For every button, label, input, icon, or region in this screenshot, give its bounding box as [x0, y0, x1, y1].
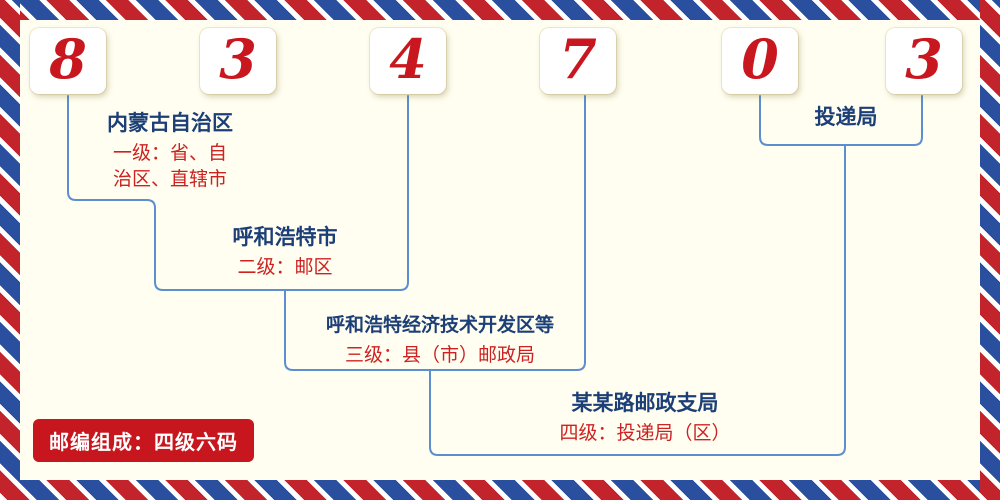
level-1-desc-line-2: 治区、直辖市: [112, 168, 227, 190]
level-2-label: 呼和浩特市 二级：邮区: [185, 224, 385, 280]
airmail-border-left: [0, 0, 20, 500]
airmail-border-right: [980, 0, 1000, 500]
postal-digit-2: 3: [219, 27, 257, 91]
level-1-name: 内蒙古自治区: [107, 111, 233, 135]
airmail-border-top: [0, 0, 1000, 20]
postal-digit-box-5: 0: [722, 28, 798, 94]
airmail-border-bottom: [0, 480, 1000, 500]
postal-digit-6: 3: [905, 27, 943, 91]
level-4-label: 某某路邮政支局 四级：投递局（区）: [495, 390, 795, 446]
level-3-name: 呼和浩特经济技术开发区等: [325, 314, 554, 336]
level-2-name: 呼和浩特市: [232, 225, 338, 249]
postal-digit-box-1: 8: [30, 28, 106, 94]
level-2-desc: 二级：邮区: [237, 256, 333, 278]
level-3-desc: 三级：县（市）邮政局: [344, 344, 535, 366]
postal-digit-box-2: 3: [200, 28, 276, 94]
postal-digit-3: 4: [389, 27, 427, 91]
delivery-bureau-name: 投递局: [814, 105, 878, 129]
postal-digit-1: 8: [49, 27, 87, 91]
level-1-desc-line-1: 一级：省、自: [112, 142, 227, 164]
delivery-bureau-label: 投递局: [770, 104, 922, 130]
composition-badge: 邮编组成：四级六码: [33, 419, 254, 462]
level-4-desc: 四级：投递局（区）: [559, 422, 731, 444]
level-1-desc: 一级：省、自 治区、直辖市: [70, 140, 270, 192]
postal-digit-5: 0: [741, 27, 779, 91]
postal-digit-4: 7: [559, 27, 597, 91]
level-3-label: 呼和浩特经济技术开发区等 三级：县（市）邮政局: [290, 312, 590, 368]
postal-digit-box-6: 3: [886, 28, 962, 94]
level-1-label: 内蒙古自治区 一级：省、自 治区、直辖市: [70, 110, 270, 192]
postal-digit-box-4: 7: [540, 28, 616, 94]
level-4-name: 某某路邮政支局: [571, 391, 719, 415]
postal-digit-box-3: 4: [370, 28, 446, 94]
